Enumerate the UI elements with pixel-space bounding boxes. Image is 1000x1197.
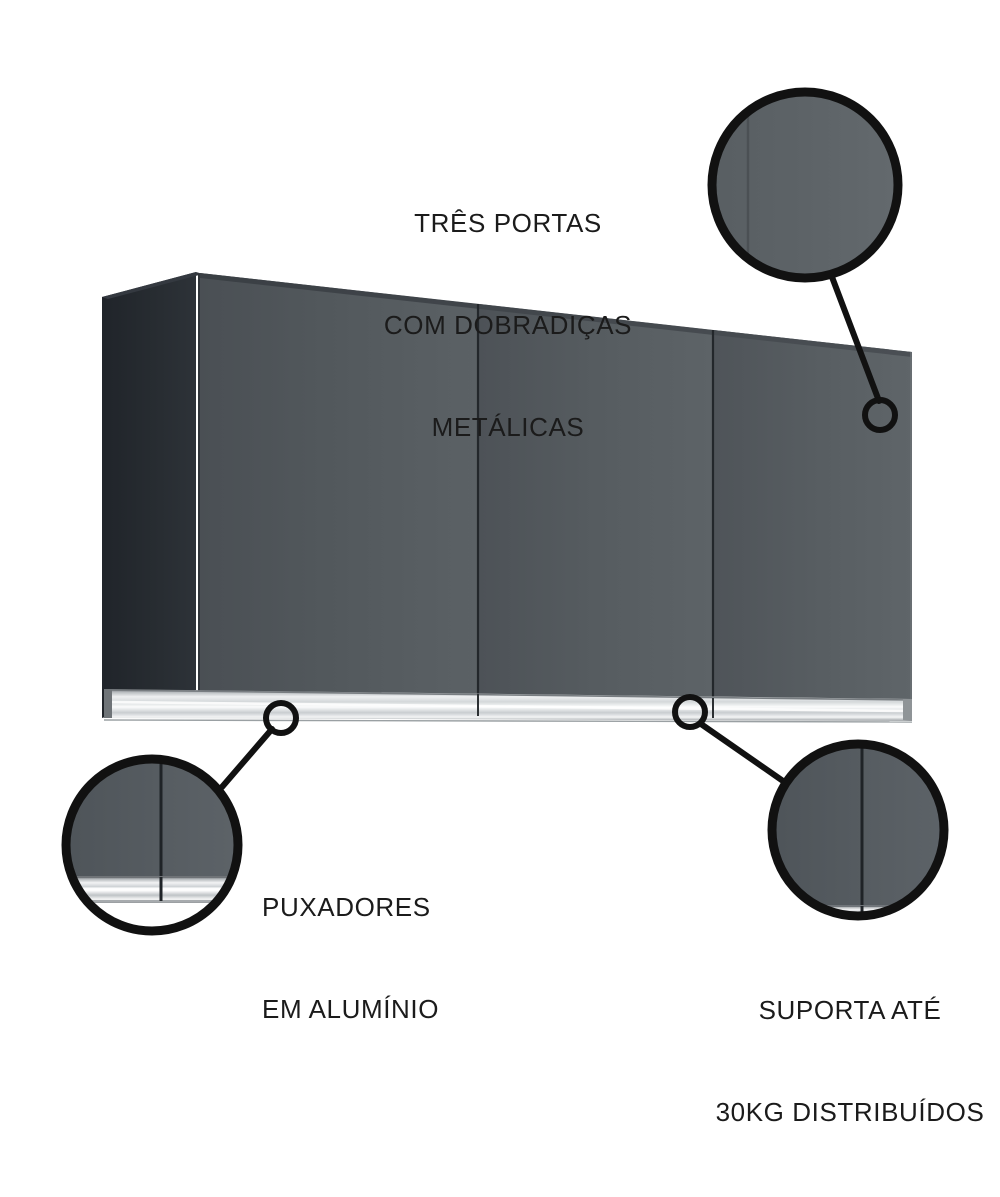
callout-label-line: SUPORTA ATÉ [758,995,942,1025]
callout-leader-line-bottom-left [219,726,275,790]
handle-left-end [104,689,112,718]
callout-anchor-dot-bottom-right [672,694,708,730]
callout-label-line: TRÊS PORTAS [414,208,602,238]
product-illustration [61,86,950,937]
cabinet-body [102,272,913,723]
callout-label-line: METÁLICAS [431,412,585,442]
handle-bottom-shadow [103,719,913,723]
magnifier-content-bottom-right [772,744,944,916]
infographic-canvas: TRÊS PORTAS COM DOBRADIÇAS METÁLICAS PUX… [61,86,984,1127]
callout-label-puxadores: PUXADORES EM ALUMÍNIO [262,822,582,1094]
callout-anchor-dot-top-right [862,397,898,433]
cabinet-door-2 [479,304,712,698]
callout-puxadores[interactable] [61,700,299,937]
callout-label-suporta-30kg: SUPORTA ATÉ 30KG DISTRIBUÍDOS [700,925,1000,1197]
cabinet-side-panel [102,272,196,718]
handle-right-end [903,699,912,721]
callout-label-line: PUXADORES [262,892,431,922]
cabinet-door-3 [714,330,912,701]
magnifier-ring-top-right [707,87,903,283]
callout-label-tres-portas: TRÊS PORTAS COM DOBRADIÇAS METÁLICAS [318,138,698,512]
callout-leader-line-bottom-right [698,721,786,784]
magnifier-ring-bottom-left [61,754,243,936]
callout-suporta-30kg[interactable] [672,694,950,922]
cabinet-top-edge-highlight [200,273,912,357]
callout-label-line: 30KG DISTRIBUÍDOS [715,1097,985,1127]
handle-top-shadow [103,689,913,701]
callout-label-line: COM DOBRADIÇAS [383,310,633,340]
magnifier-content-top-right [712,92,898,278]
callout-leader-line-top-right [829,274,882,404]
callout-anchor-dot-bottom-left [263,700,299,736]
cabinet-door-1 [200,273,477,694]
callout-tres-portas[interactable] [706,86,906,433]
magnifier-ring-bottom-right [767,739,949,921]
callout-label-line: EM ALUMÍNIO [262,994,440,1024]
handle-specular-highlight [109,700,911,713]
cabinet-top-face [102,272,203,299]
